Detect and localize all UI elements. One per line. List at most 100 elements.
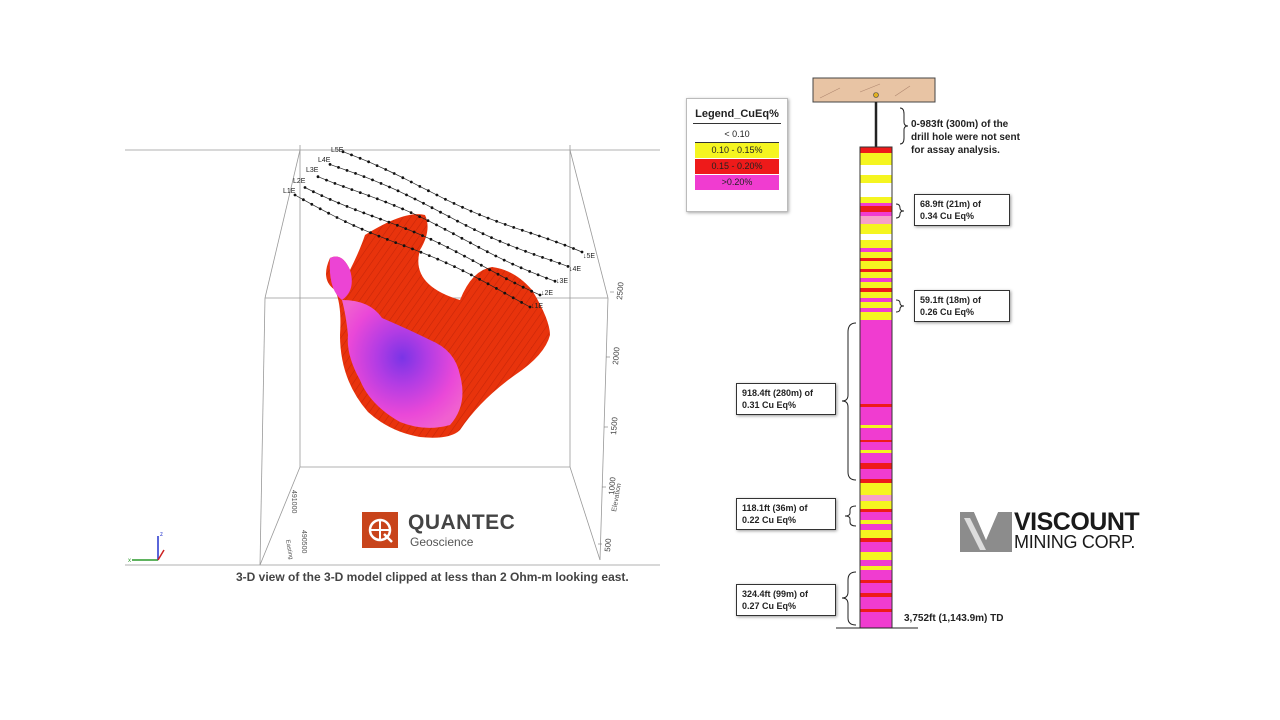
survey-station [337,201,340,205]
survey-station [536,273,540,277]
survey-station [395,223,399,227]
survey-station [507,243,510,247]
interval-length: 59.1ft (18m) of [920,295,982,305]
bracket-interval-4 [844,505,857,527]
survey-station [511,262,515,266]
survey-station [486,282,490,286]
core-interval-band [860,612,892,628]
core-interval-band [860,203,892,206]
survey-station [404,227,408,230]
core-interval-band [860,261,892,269]
survey-station [452,232,455,236]
survey-station [427,254,431,257]
interval-label-2: 59.1ft (18m) of 0.26 Cu Eq% [914,290,1010,322]
survey-station [362,211,366,215]
survey-station [344,220,347,223]
core-interval-band [860,442,892,450]
core-interval-band [860,252,892,258]
survey-station [549,258,553,262]
model-bounding-box [125,145,660,566]
elevation-tick-label: 500 [603,538,613,553]
survey-station [328,198,332,201]
survey-station [452,202,456,205]
survey-line-end-label: ↓3E [556,278,568,285]
interval-length: 118.1ft (36m) of [742,503,808,513]
survey-station [418,185,422,188]
survey-station [503,223,507,226]
survey-station [429,237,433,241]
bracket-interval-2 [895,299,905,313]
survey-station [529,231,533,235]
core-interval-band [860,509,892,512]
interval-length: 918.4ft (280m) of [742,388,814,398]
core-interval-band [860,234,892,240]
core-interval-band [860,153,892,165]
core-interval-band [860,483,892,495]
core-interval-band [860,428,892,440]
survey-station [511,296,515,300]
survey-station [384,168,388,171]
survey-station [443,227,447,231]
survey-line-label: L1E [283,188,296,195]
survey-station [369,231,372,235]
survey-station [426,219,430,222]
core-interval-band [860,175,892,183]
core-interval-band [860,312,892,320]
survey-station [437,241,441,245]
survey-station [385,238,389,241]
survey-station [537,234,541,238]
core-interval-band [860,282,892,288]
survey-station [498,239,502,243]
survey-station [566,265,570,268]
survey-station [335,216,339,219]
core-interval-band [860,212,892,216]
core-interval-band [860,530,892,538]
survey-station [388,185,391,189]
survey-station [521,285,525,289]
survey-station [488,268,491,272]
survey-station [413,197,417,201]
survey-station [555,240,558,244]
survey-station [384,200,388,204]
survey-station [392,172,396,175]
bracket-interval-3 [841,322,857,481]
survey-station [435,193,439,197]
survey-station [367,160,370,164]
core-interval-band [860,453,892,463]
core-interval-band [860,165,892,175]
survey-line-end-label: ↓1E [531,303,543,310]
elevation-tick-label: 2500 [615,281,626,300]
survey-station [320,194,324,197]
survey-station [463,254,466,258]
survey-station [358,191,362,194]
viscount-name: VISCOUNT [1014,508,1140,536]
interval-label-5: 324.4ft (99m) of 0.27 Cu Eq% [736,584,836,616]
core-interval-band [860,216,892,224]
survey-station [454,250,458,254]
survey-station [513,281,517,285]
survey-station [473,228,476,231]
core-interval-band [860,272,892,278]
survey-line-label: L5E [331,147,344,154]
survey-station [418,215,421,218]
core-interval-band [860,206,892,212]
interval-length: 68.9ft (21m) of [920,199,982,209]
survey-station [293,193,297,197]
survey-station [515,246,519,250]
core-interval-band [860,570,892,580]
survey-station [419,250,423,254]
core-interval-band [860,495,892,501]
survey-station [505,277,508,281]
survey-station [341,150,345,154]
interval-grade: 0.34 Cu Eq% [920,211,975,221]
core-interval-band [860,566,892,570]
core-interval-band [860,258,892,261]
survey-station [327,211,330,215]
interval-label-1: 68.9ft (21m) of 0.34 Cu Eq% [914,194,1010,226]
orientation-axes-icon: x z [128,532,165,564]
survey-station [387,220,391,224]
svg-text:z: z [160,532,163,538]
survey-station [409,211,413,214]
survey-station [502,258,506,262]
